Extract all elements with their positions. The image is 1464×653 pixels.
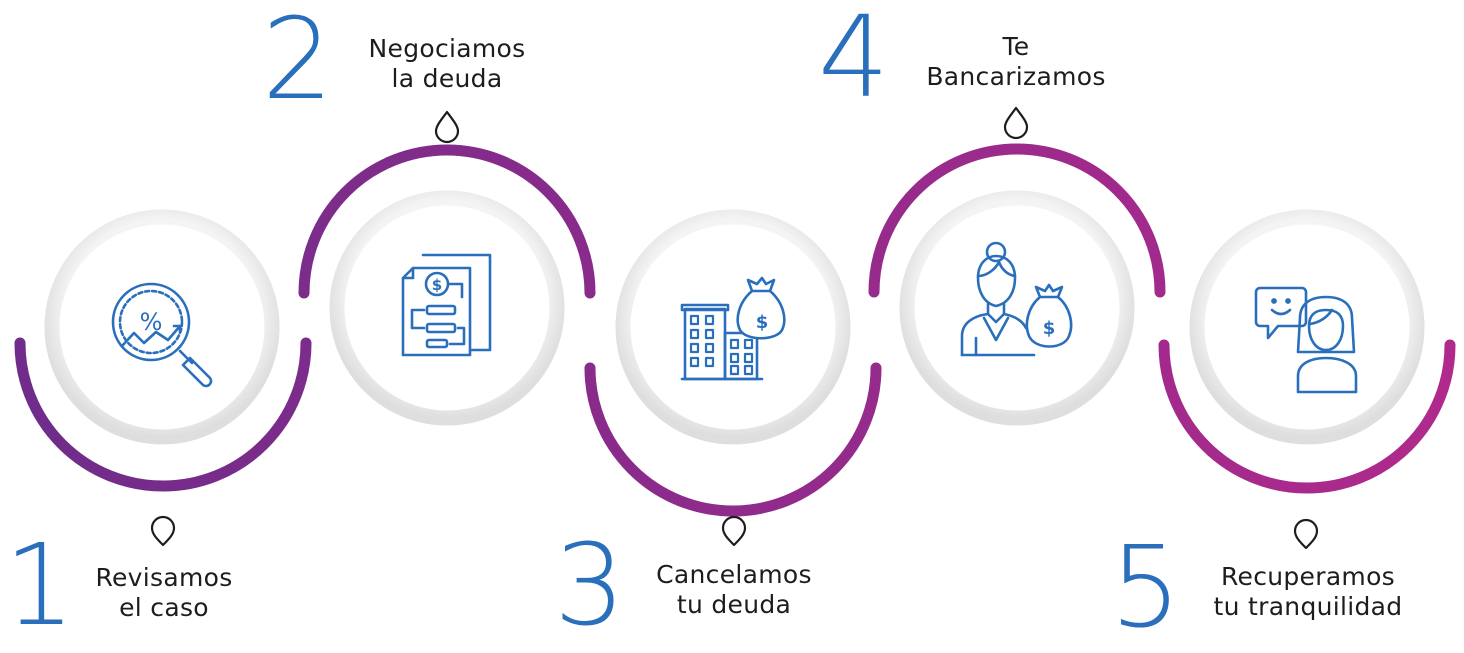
svg-text:$: $ [432, 276, 442, 294]
ring-step-1 [44, 209, 280, 445]
ring-step-3 [615, 209, 851, 445]
ring-step-5 [1189, 209, 1425, 445]
happy-customer-chat-icon [1254, 286, 1358, 394]
step-number-5: 5 [1110, 523, 1182, 653]
pin-step-1 [150, 515, 176, 547]
pin-step-4 [1003, 106, 1029, 140]
arc-step-4 [868, 143, 1166, 298]
pin-step-2 [434, 110, 460, 144]
arc-step-5 [1158, 339, 1456, 494]
step-number-4: 4 [818, 0, 890, 123]
ring-step-4 [899, 190, 1135, 426]
step-label-3-line1: Cancelamos [656, 560, 812, 589]
step-label-5: Recuperamos tu tranquilidad [1178, 562, 1438, 622]
magnifier-percent-chart-icon: % [111, 282, 213, 388]
ring-step-2 [329, 190, 565, 426]
svg-text:$: $ [756, 312, 769, 333]
step-number-1: 1 [4, 521, 76, 651]
svg-text:%: % [140, 308, 163, 336]
arc-step-3 [584, 362, 882, 517]
step-label-2: Negociamos la deuda [337, 34, 557, 94]
building-money-bag-icon: $ [680, 276, 786, 381]
step-label-1: Revisamos el caso [64, 563, 264, 623]
step-label-4-line2: Bancarizamos [926, 62, 1106, 91]
step-label-5-line2: tu tranquilidad [1213, 592, 1403, 621]
svg-text:$: $ [1043, 318, 1056, 339]
step-label-4: Te Bancarizamos [896, 32, 1136, 92]
step-rings [44, 190, 1425, 445]
step-label-5-line1: Recuperamos [1220, 562, 1396, 591]
pin-step-3 [721, 515, 747, 547]
step-number-2: 2 [262, 0, 334, 125]
banker-woman-money-bag-icon: $ [960, 241, 1073, 357]
arc-step-1 [14, 337, 312, 492]
step-label-3: Cancelamos tu deuda [624, 560, 844, 620]
pin-markers [150, 106, 1319, 550]
step-label-2-line1: Negociamos [368, 34, 526, 63]
arc-step-2 [298, 144, 596, 299]
connector-arcs [14, 143, 1456, 517]
step-label-1-line2: el caso [119, 593, 209, 622]
pin-step-5 [1293, 518, 1319, 550]
document-dollar-flow-icon: $ [401, 253, 492, 357]
step-label-2-line2: la deuda [391, 64, 503, 93]
step-label-1-line1: Revisamos [95, 563, 233, 592]
step-label-3-line2: tu deuda [676, 590, 792, 619]
step-label-4-line1: Te [1002, 32, 1030, 61]
step-number-3: 3 [554, 521, 626, 651]
